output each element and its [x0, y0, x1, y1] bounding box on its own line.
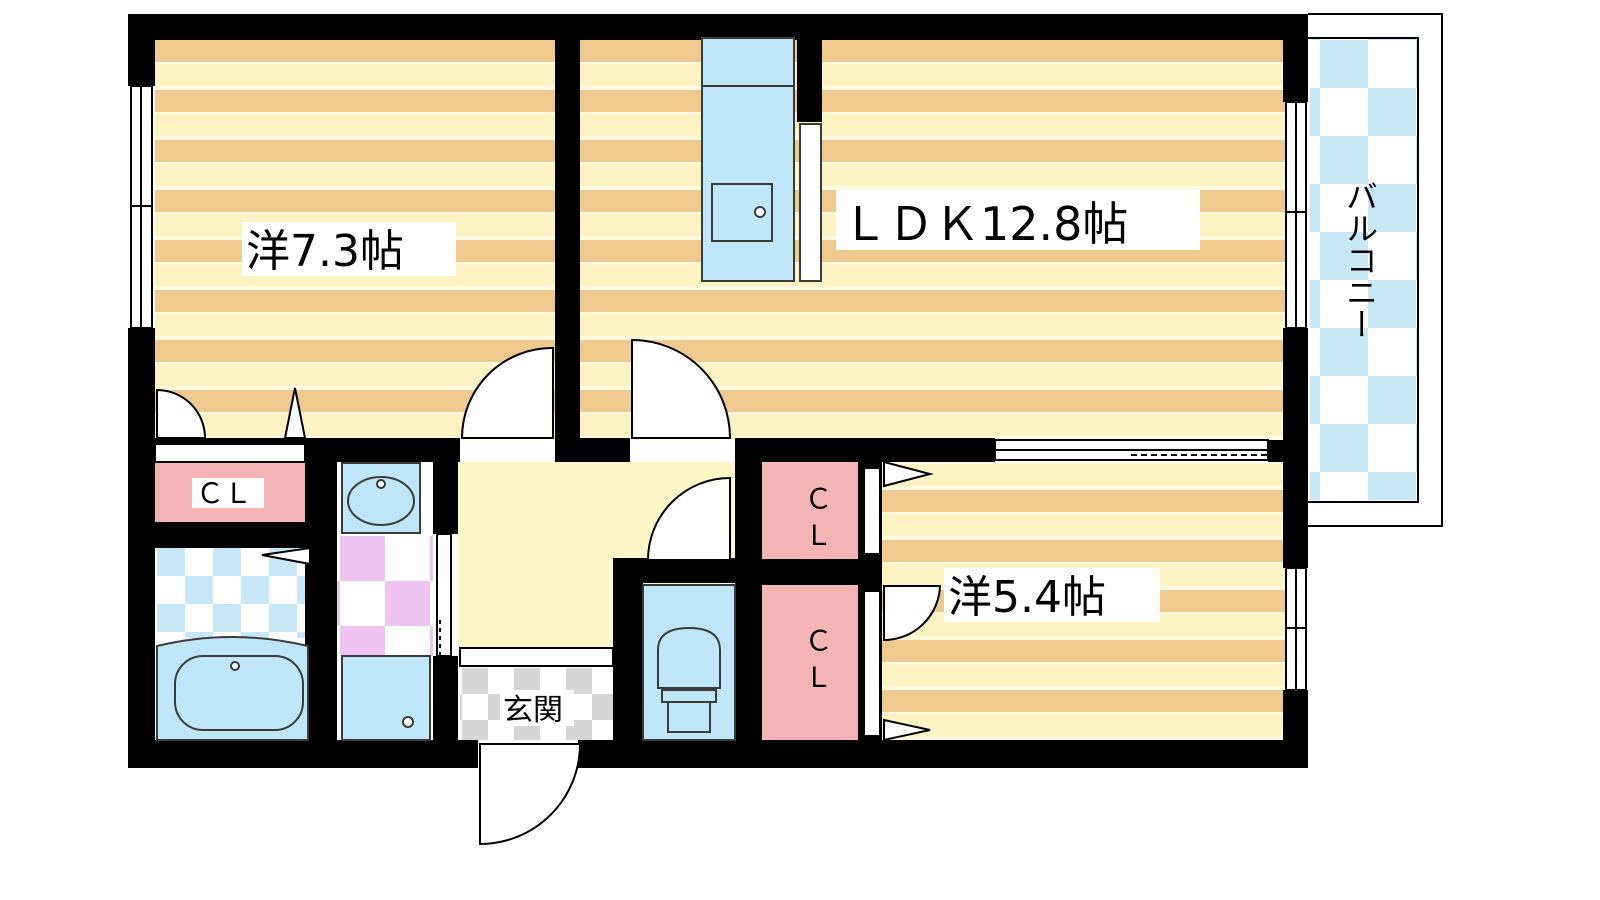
washroom-floor: [337, 536, 433, 656]
window-left: [130, 85, 153, 329]
washing-machine-pan: [341, 655, 431, 741]
label-western-room-2: 洋5.4帖: [948, 572, 1106, 623]
room-labels: 洋7.3帖 ＬＤＫ12.8帖 洋5.4帖 バルコニー 玄関 ＣＬ Ｃ Ｌ Ｃ Ｌ: [192, 180, 1379, 728]
label-balcony: バルコニー: [1341, 180, 1379, 340]
washbasin: [341, 462, 421, 534]
balcony-rail: [1308, 13, 1443, 527]
sliding-partition: [994, 439, 1269, 461]
washroom-door: [436, 533, 452, 720]
closet-2-area: [762, 462, 858, 559]
label-closet-2: Ｃ Ｌ: [801, 484, 834, 549]
doors: [156, 338, 942, 846]
label-western-room-1: 洋7.3帖: [246, 226, 404, 277]
bathtub: [156, 636, 309, 741]
closet-3-area: [762, 585, 858, 742]
label-ldk: ＬＤＫ12.8帖: [842, 197, 1128, 251]
window-ldk-east: [1285, 101, 1307, 329]
kitchen-counter: [701, 37, 822, 282]
entrance-step: [459, 647, 614, 667]
toilet: [642, 584, 736, 741]
label-closet-3: Ｃ Ｌ: [801, 626, 834, 691]
closet-shelves: [154, 443, 881, 737]
label-entrance: 玄関: [503, 693, 563, 728]
balcony-floor: [1310, 38, 1418, 500]
label-closet-1: ＣＬ: [196, 477, 252, 510]
window-room2-east: [1285, 567, 1307, 691]
bath-floor: [157, 548, 310, 638]
